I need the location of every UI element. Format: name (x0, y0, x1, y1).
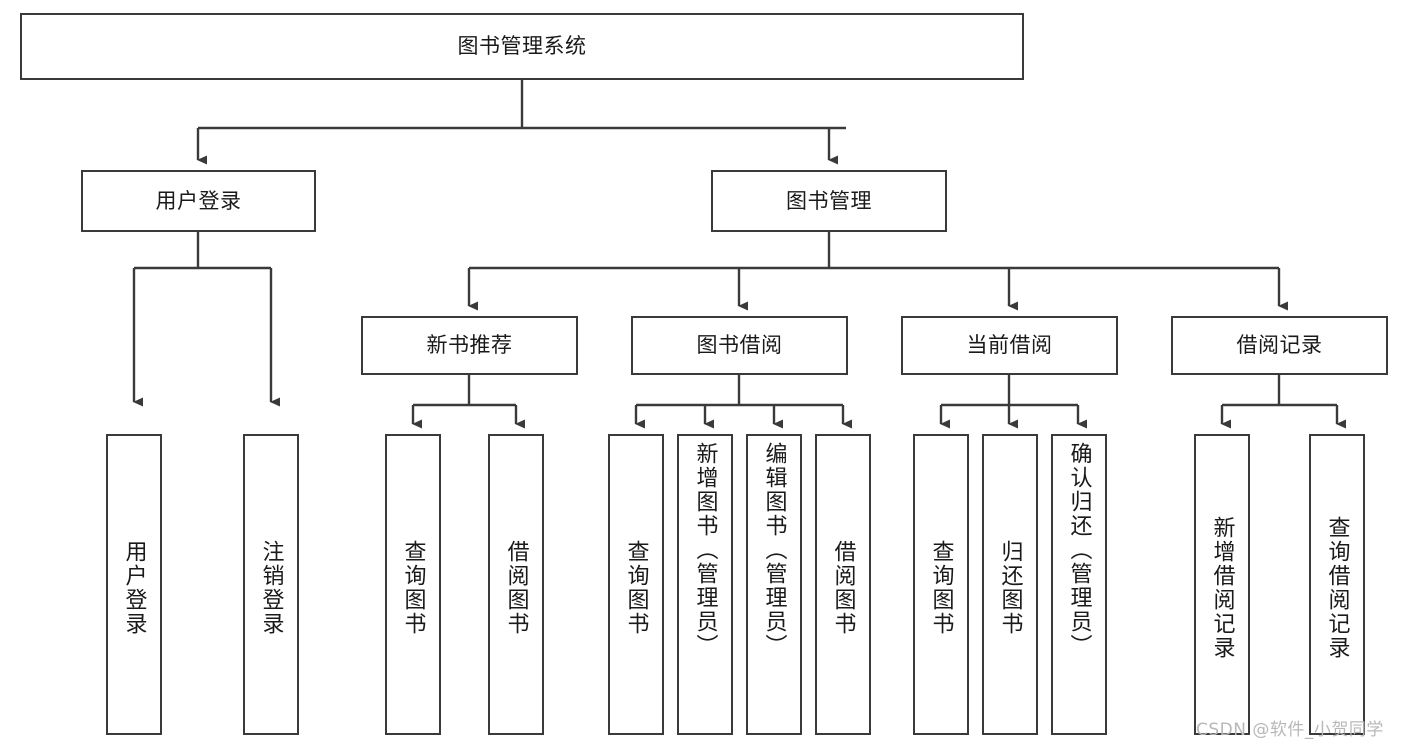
node-borrow-record[interactable]: 借阅记录 (1171, 316, 1388, 375)
node-leaf-add-book[interactable]: 新增图书（管理员） (677, 434, 733, 735)
node-book-borrow-label: 图书借阅 (696, 333, 783, 358)
node-leaf-logout[interactable]: 注销登录 (243, 434, 299, 735)
node-leaf-query-book-2[interactable]: 查询图书 (608, 434, 664, 735)
node-leaf-return-book-label: 归还图书 (997, 539, 1023, 636)
node-leaf-borrow-book-1[interactable]: 借阅图书 (488, 434, 544, 735)
node-leaf-edit-book[interactable]: 编辑图书（管理员） (746, 434, 802, 735)
node-root-label: 图书管理系统 (457, 34, 587, 59)
node-leaf-query-book-1-label: 查询图书 (400, 539, 426, 636)
csdn-watermark: CSDN @软件_小贺同学 (1196, 720, 1384, 740)
node-current-borrow-label: 当前借阅 (966, 333, 1053, 358)
node-new-book-rec-label: 新书推荐 (426, 333, 513, 358)
node-leaf-edit-book-label: 编辑图书（管理员） (761, 442, 787, 658)
node-leaf-query-record[interactable]: 查询借阅记录 (1309, 434, 1365, 735)
node-leaf-user-login-label: 用户登录 (121, 539, 147, 636)
node-leaf-add-record[interactable]: 新增借阅记录 (1194, 434, 1250, 735)
node-leaf-query-book-3-label: 查询图书 (928, 539, 954, 636)
node-leaf-return-book[interactable]: 归还图书 (982, 434, 1038, 735)
node-leaf-borrow-book-2[interactable]: 借阅图书 (815, 434, 871, 735)
node-leaf-user-login[interactable]: 用户登录 (106, 434, 162, 735)
node-user-login[interactable]: 用户登录 (81, 170, 316, 232)
node-leaf-borrow-book-2-label: 借阅图书 (830, 539, 856, 636)
node-leaf-logout-label: 注销登录 (258, 539, 284, 636)
node-leaf-add-record-label: 新增借阅记录 (1209, 515, 1235, 660)
node-book-manage-label: 图书管理 (786, 188, 872, 213)
node-leaf-query-book-1[interactable]: 查询图书 (385, 434, 441, 735)
node-book-manage[interactable]: 图书管理 (711, 170, 947, 232)
node-borrow-record-label: 借阅记录 (1236, 333, 1323, 358)
node-current-borrow[interactable]: 当前借阅 (901, 316, 1118, 375)
node-leaf-query-book-3[interactable]: 查询图书 (913, 434, 969, 735)
node-leaf-confirm-return[interactable]: 确认归还（管理员） (1051, 434, 1107, 735)
node-leaf-query-record-label: 查询借阅记录 (1324, 515, 1350, 660)
node-new-book-rec[interactable]: 新书推荐 (361, 316, 578, 375)
node-root[interactable]: 图书管理系统 (20, 13, 1024, 80)
node-user-login-label: 用户登录 (155, 188, 242, 213)
node-leaf-confirm-return-label: 确认归还（管理员） (1066, 442, 1092, 658)
node-leaf-borrow-book-1-label: 借阅图书 (503, 539, 529, 636)
node-leaf-add-book-label: 新增图书（管理员） (692, 442, 718, 658)
node-leaf-query-book-2-label: 查询图书 (623, 539, 649, 636)
node-book-borrow[interactable]: 图书借阅 (631, 316, 848, 375)
